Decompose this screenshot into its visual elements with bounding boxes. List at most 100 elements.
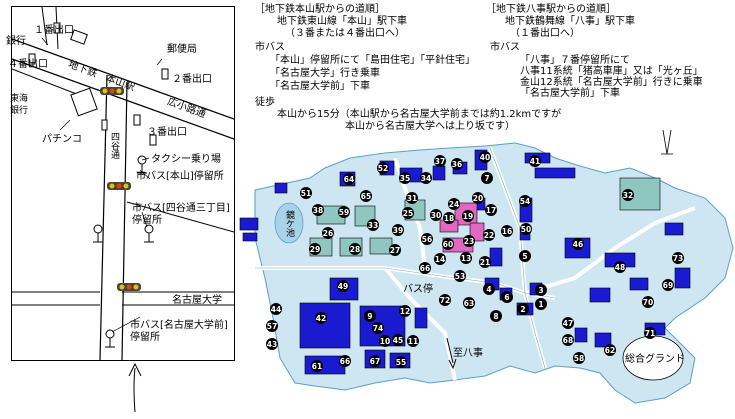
svg-text:3: 3	[538, 286, 543, 295]
building-marker-74: 74	[372, 322, 384, 334]
building-marker-21: 21	[479, 256, 491, 268]
building-marker-50: 50	[520, 223, 532, 235]
building-marker-9: 9	[364, 310, 376, 322]
building-marker-62: 62	[604, 344, 616, 356]
building-marker-19: 19	[462, 210, 474, 222]
svg-text:26: 26	[323, 229, 333, 238]
building-marker-65: 65	[360, 190, 372, 202]
svg-text:66: 66	[420, 264, 430, 273]
building-marker-68: 68	[562, 334, 574, 346]
svg-text:47: 47	[563, 319, 573, 328]
svg-text:61: 61	[312, 362, 322, 371]
route-motoyama-line-3: 市バス	[255, 42, 285, 53]
route-yagoto-line-5: 八事11系統「猪高車庫」又は「光ヶ丘」	[520, 66, 703, 77]
inset-map: １番出口 銀行 郵便局 ４番出口 ２番出口 地下鉄 本山駅 東海 銀行 広小路通…	[6, 6, 235, 361]
svg-text:9: 9	[367, 312, 372, 321]
svg-text:21: 21	[480, 258, 490, 267]
building-marker-46: 46	[572, 238, 584, 250]
building-marker-4: 4	[483, 283, 495, 295]
building-marker-43: 43	[266, 338, 278, 350]
svg-text:54: 54	[520, 197, 530, 206]
inset-label-tokai-bank: 東海 銀行	[10, 94, 29, 116]
building-marker-13: 13	[460, 252, 472, 264]
svg-text:24: 24	[449, 200, 459, 209]
svg-text:30: 30	[431, 211, 441, 220]
svg-text:19: 19	[463, 212, 473, 221]
building-marker-51: 51	[300, 187, 312, 199]
building-marker-64: 64	[343, 173, 355, 185]
svg-text:28: 28	[350, 245, 360, 254]
svg-text:71: 71	[645, 329, 655, 338]
route-motoyama-line-2: （３番または４番出口へ）	[285, 28, 405, 39]
inset-label-yotsuya: 四谷通	[109, 132, 119, 159]
svg-text:44: 44	[271, 305, 281, 314]
building-marker-11: 11	[407, 335, 419, 347]
building-marker-56: 56	[421, 233, 433, 245]
svg-text:32: 32	[623, 191, 633, 200]
svg-text:37: 37	[435, 157, 445, 166]
route-walk-line-2: 本山から名古屋大学へは上り坂です）	[345, 121, 515, 132]
svg-text:20: 20	[473, 194, 483, 203]
svg-text:22: 22	[484, 231, 494, 240]
building-marker-73: 73	[672, 252, 684, 264]
building-marker-61: 61	[311, 360, 323, 372]
building-marker-67: 67	[369, 355, 381, 367]
route-yagoto-line-2: （１番出口へ）	[510, 28, 580, 39]
svg-text:8: 8	[493, 312, 498, 321]
building-marker-5: 5	[519, 250, 531, 262]
campus-label-bus-stop: バス停	[403, 284, 433, 295]
inset-label-post-office: 郵便局	[167, 44, 197, 55]
building-marker-2: 2	[517, 303, 529, 315]
inset-label-bank: 銀行	[6, 36, 26, 47]
svg-text:74: 74	[373, 324, 383, 333]
building-marker-1: 1	[535, 298, 547, 310]
svg-text:39: 39	[393, 226, 403, 235]
building-marker-3: 3	[535, 284, 547, 296]
inset-label-taxi: タクシー乗り場	[151, 154, 221, 165]
svg-text:63: 63	[464, 299, 474, 308]
building-marker-49: 49	[337, 280, 349, 292]
svg-text:13: 13	[461, 254, 471, 263]
route-walk-title: 徒歩	[255, 97, 275, 108]
building-marker-12: 12	[399, 305, 411, 317]
pond-shape	[274, 202, 304, 244]
inset-label-bus-yotsuya3: 市バス[四谷通三丁目] 停留所	[132, 203, 230, 226]
building-marker-69: 69	[662, 279, 674, 291]
building-marker-57: 57	[266, 320, 278, 332]
svg-text:49: 49	[338, 282, 348, 291]
inset-label-pachinko: パチンコ	[42, 134, 82, 145]
building-marker-20: 20	[472, 192, 484, 204]
building-marker-34: 34	[420, 172, 432, 184]
building-marker-37: 37	[434, 155, 446, 167]
svg-text:51: 51	[301, 189, 311, 198]
inset-map-roads	[12, 7, 234, 360]
building-marker-6: 6	[501, 291, 513, 303]
svg-text:38: 38	[313, 206, 323, 215]
building-marker-53: 53	[454, 270, 466, 282]
svg-text:59: 59	[339, 208, 349, 217]
building-marker-70: 70	[642, 296, 654, 308]
building-marker-24: 24	[448, 198, 460, 210]
svg-text:70: 70	[643, 298, 653, 307]
svg-text:55: 55	[396, 358, 406, 367]
route-motoyama-line-4: 「本山」停留所にて「島田住宅」「平針住宅」	[270, 55, 475, 66]
building-marker-35: 35	[399, 172, 411, 184]
route-motoyama-line-5: 「名古屋大学」行き乗車	[270, 68, 380, 79]
building-marker-38: 38	[312, 204, 324, 216]
building-marker-30: 30	[430, 209, 442, 221]
route-yagoto-line-6: 金山12系統「名古屋大学前」行きに乗車	[520, 77, 703, 88]
svg-text:50: 50	[521, 225, 531, 234]
route-motoyama-line-6: 「名古屋大学前」下車	[270, 81, 370, 92]
svg-text:12: 12	[400, 307, 410, 316]
svg-text:68: 68	[563, 336, 573, 345]
svg-text:25: 25	[403, 209, 413, 218]
building-marker-39: 39	[392, 224, 404, 236]
building-marker-32: 32	[622, 189, 634, 201]
svg-text:31: 31	[407, 194, 417, 203]
svg-text:66: 66	[340, 357, 350, 366]
inset-label-exit1: １番出口	[34, 25, 74, 36]
building-marker-59: 59	[338, 206, 350, 218]
building-marker-55: 55	[395, 356, 407, 368]
svg-text:62: 62	[605, 346, 615, 355]
svg-text:60: 60	[443, 240, 453, 249]
